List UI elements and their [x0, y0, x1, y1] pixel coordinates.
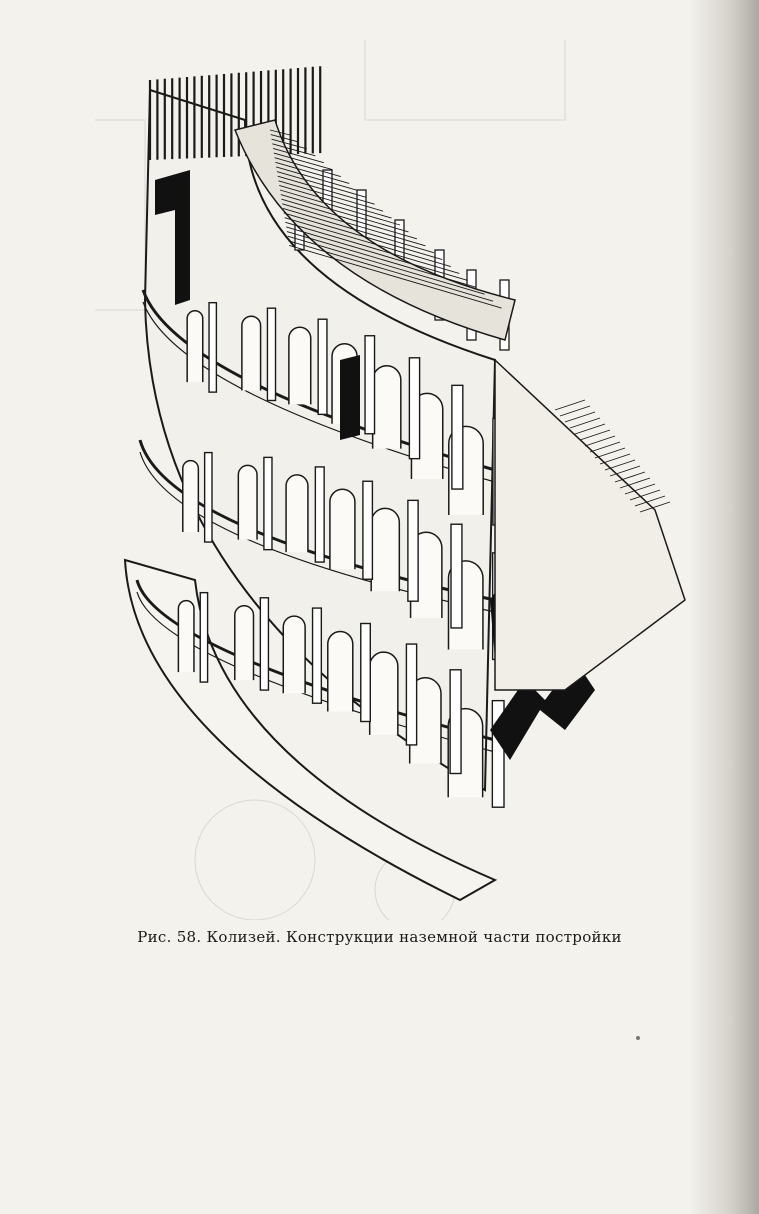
stair-step: [614, 471, 646, 483]
seat-step: [270, 134, 299, 143]
arch: [282, 615, 306, 694]
stair-step: [624, 483, 656, 495]
seat-step: [283, 212, 443, 261]
seat-step: [282, 208, 434, 254]
seat-step: [289, 244, 502, 309]
seat-step: [279, 189, 401, 226]
pilaster: [362, 480, 374, 580]
stair-step: [574, 423, 606, 435]
caption-text: Колизей. Конструкции наземной части пост…: [206, 928, 622, 946]
seat-step: [273, 152, 333, 171]
stair-step: [599, 453, 631, 465]
pilaster: [451, 384, 464, 490]
seat-step: [272, 148, 324, 164]
arch: [237, 464, 258, 540]
seat-step: [281, 198, 418, 240]
seat-step: [280, 194, 409, 233]
stair-step: [634, 495, 666, 507]
pilaster: [450, 523, 463, 629]
stair-step: [619, 477, 651, 489]
seat-step: [275, 161, 350, 184]
seat-step: [279, 184, 392, 219]
figure-caption: Рис. 58.Колизей. Конструкции наземной ча…: [0, 928, 759, 946]
pilaster: [259, 597, 270, 691]
seat-step: [287, 235, 485, 295]
pilaster: [364, 335, 376, 435]
print-speck: [636, 1036, 640, 1040]
upper-seating: [233, 119, 516, 341]
stair-step: [569, 417, 601, 429]
pilaster: [199, 591, 209, 683]
pilaster: [405, 643, 418, 746]
stair-step: [589, 441, 621, 453]
stair-step: [559, 405, 591, 417]
seat-step: [288, 240, 494, 302]
seat-step: [284, 217, 451, 267]
seat-step: [276, 166, 358, 191]
arch: [186, 310, 204, 383]
pilaster: [263, 456, 273, 551]
seating-steps: [269, 129, 502, 309]
seat-step: [285, 221, 460, 274]
stair-step: [629, 489, 661, 501]
seat-step: [277, 175, 375, 205]
seat-step: [286, 226, 468, 281]
page-gutter-shadow: [689, 0, 759, 1214]
figure-label: Рис. 58.: [137, 928, 202, 946]
pilaster: [311, 607, 323, 704]
seat-step: [282, 203, 426, 247]
pilaster: [314, 466, 325, 563]
stairs: [554, 399, 671, 513]
stair-step: [579, 429, 611, 441]
pilaster: [208, 301, 218, 393]
seat-step: [286, 231, 477, 288]
seat-step: [276, 171, 367, 198]
seat-step: [278, 180, 384, 212]
stair-step: [564, 411, 596, 423]
arch: [371, 365, 402, 449]
stair-step: [584, 435, 616, 447]
seat-step: [272, 143, 316, 157]
pilaster: [449, 669, 462, 775]
colosseum-cutaway-illustration: [95, 40, 715, 920]
pilaster: [407, 499, 419, 602]
pilaster: [408, 357, 421, 460]
pilaster: [360, 622, 371, 723]
stair-step: [609, 465, 641, 477]
arch: [182, 459, 200, 533]
stair-step: [594, 447, 626, 459]
interior-walls: [494, 358, 686, 691]
pilaster: [266, 307, 277, 402]
seat-step: [271, 138, 308, 150]
stair-step: [639, 501, 671, 513]
pilaster: [491, 699, 505, 808]
base-platform: [123, 558, 498, 902]
arch: [327, 630, 354, 712]
arch: [370, 507, 401, 592]
arch: [285, 474, 309, 553]
arch: [234, 605, 255, 681]
pilaster: [203, 451, 213, 543]
arch: [177, 599, 195, 673]
stair-step: [604, 459, 636, 471]
arch: [368, 651, 399, 735]
arch: [329, 488, 356, 570]
pilaster: [317, 318, 328, 416]
arch: [288, 326, 312, 405]
arch: [241, 315, 262, 391]
seat-step: [274, 157, 341, 177]
seat-step: [269, 129, 291, 136]
stair-step: [554, 399, 586, 411]
